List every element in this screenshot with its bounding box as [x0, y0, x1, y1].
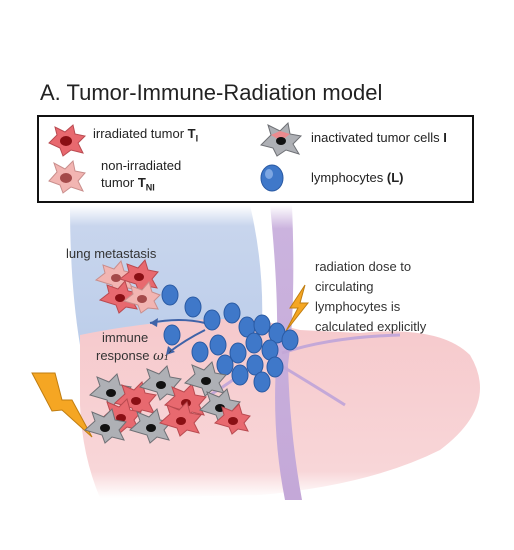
lung-metastasis-label: lung metastasis [66, 246, 157, 261]
immune-response-label: immune response ω₁′ [96, 330, 172, 364]
non-irradiated-tumor-cell-icon [48, 159, 86, 194]
legend-lymphocytes-label: lymphocytes (L) [311, 170, 404, 185]
legend-non-irradiated-label: non-irradiated tumor TNI [101, 158, 182, 193]
liver-tumor-cluster [84, 361, 251, 444]
legend-irradiated-label: irradiated tumor TI [93, 126, 199, 144]
vessel-branch-lower [279, 363, 346, 407]
inactivated-tumor-cell-icon [260, 121, 303, 157]
anatomy-illustration [31, 205, 480, 500]
irradiated-tumor-cell-icon [48, 124, 87, 157]
legend-box: irradiated tumor TI non-irradiated tumor… [37, 115, 474, 203]
radiation-dose-annotation: radiation dose to circulating lymphocyte… [315, 259, 427, 334]
page-title: A. Tumor-Immune-Radiation model [40, 80, 383, 105]
lymphocyte-cluster [161, 284, 299, 393]
lung-metastasis-cluster [94, 258, 161, 314]
legend-inactivated-label: inactivated tumor cells I [311, 130, 447, 145]
lymphocyte-icon [260, 164, 284, 192]
lightning-icon [31, 372, 93, 438]
